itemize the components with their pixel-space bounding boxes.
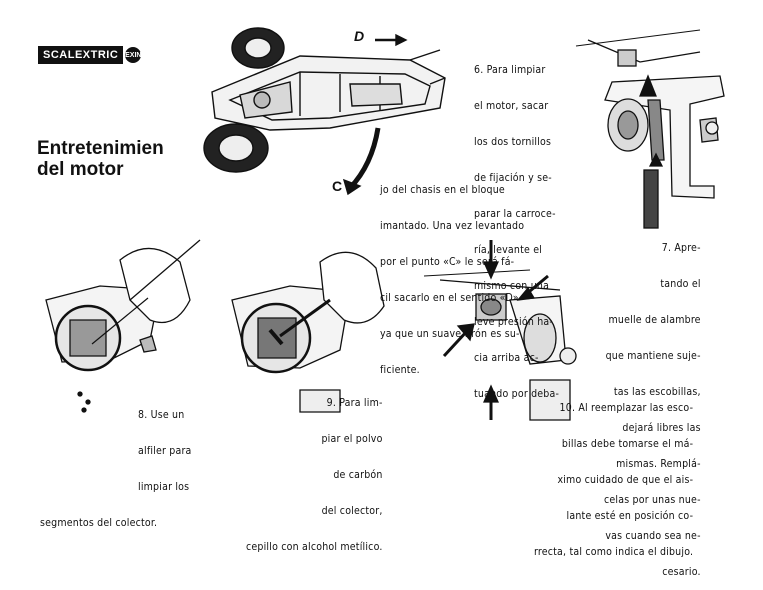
step-6-line: ya que un suave tirón es su- [380, 328, 520, 340]
step-10-line: ximo cuidado de que el ais- [557, 474, 694, 486]
arrow-c-label: C [332, 178, 343, 194]
step-7-line: mismas. Remplá- [616, 458, 701, 470]
step-7-line: 7. Apre- [661, 242, 701, 254]
arrow-d-label: D [354, 28, 365, 44]
pin-cleaning-illustration [45, 239, 201, 413]
step-6-line: mismo con una [474, 280, 550, 292]
step-9-line: cepillo con alcohol metílico. [246, 541, 383, 553]
step-6-line: tuando por deba- [474, 388, 560, 400]
step-6-line: cia arriba ac- [474, 352, 539, 364]
step-9-line: de carbón [333, 469, 383, 481]
step-6-line: imantado. Una vez levantado [380, 220, 525, 232]
step-8-text: 8. Use un alfiler para limpiar los segme… [40, 385, 192, 541]
brand-logo-text: SCALEXTRIC [38, 46, 124, 64]
brand-badge-icon: EXIN [125, 47, 141, 63]
step-10-line: billas debe tomarse el má- [561, 438, 694, 450]
illustrations [45, 27, 725, 421]
step-6-line: jo del chasis en el bloque [380, 184, 505, 196]
title-line-1: Entretenimien [37, 138, 164, 159]
step-9-text: 9. Para lim- piar el polvo de carbón del… [246, 373, 383, 565]
brush-cleaning-illustration [231, 251, 385, 413]
step-6-line: leve presión ha- [474, 316, 554, 328]
step-6-text-bottom: jo del chasis en el bloque imantado. Una… [380, 160, 524, 388]
motor-spring-illustration [575, 29, 725, 229]
step-6-line: de fijación y se- [474, 172, 552, 184]
step-6-line: por el punto «C» le será fá- [380, 256, 515, 268]
step-6-line: cil sacarlo en el sentido «D» [380, 292, 519, 304]
step-9-line: piar el polvo [321, 433, 383, 445]
brand-logo: SCALEXTRIC EXIN [38, 46, 148, 64]
step-10-line: lante esté en posición co- [566, 510, 694, 522]
step-8-line: alfiler para [138, 445, 192, 457]
step-6-text-top: 6. Para limpiar el motor, sacar los dos … [474, 40, 559, 412]
step-6-line: ría, levante el [474, 244, 543, 256]
step-7-line: tas las escobillas, [613, 386, 701, 398]
brush-insulator-illustration [423, 240, 577, 421]
step-6-line: los dos tornillos [474, 136, 552, 148]
page-title: Entretenimien del motor [37, 138, 164, 180]
step-7-line: que mantiene suje- [605, 350, 701, 362]
step-7-line: dejará libres las [622, 422, 701, 434]
step-9-line: 9. Para lim- [326, 397, 383, 409]
step-7-line: tando el [660, 278, 701, 290]
step-8-line: segmentos del colector. [40, 517, 158, 529]
chassis-illustration [203, 27, 446, 196]
step-7-line: muelle de alambre [608, 314, 701, 326]
step-8-line: 8. Use un [138, 409, 185, 421]
step-6-line: 6. Para limpiar [474, 64, 546, 76]
step-6-line: parar la carroce- [474, 208, 556, 220]
step-9-line: del colector, [321, 505, 383, 517]
step-8-line: limpiar los [138, 481, 190, 493]
step-6-line: ficiente. [380, 364, 420, 376]
title-line-2: del motor [37, 159, 124, 180]
step-10-line: rrecta, tal como indica el dibujo. [534, 546, 694, 558]
step-10-text: 10. Al reemplazar las esco- billas debe … [534, 378, 693, 570]
step-10-line: 10. Al reemplazar las esco- [559, 402, 694, 414]
step-6-line: el motor, sacar [474, 100, 549, 112]
